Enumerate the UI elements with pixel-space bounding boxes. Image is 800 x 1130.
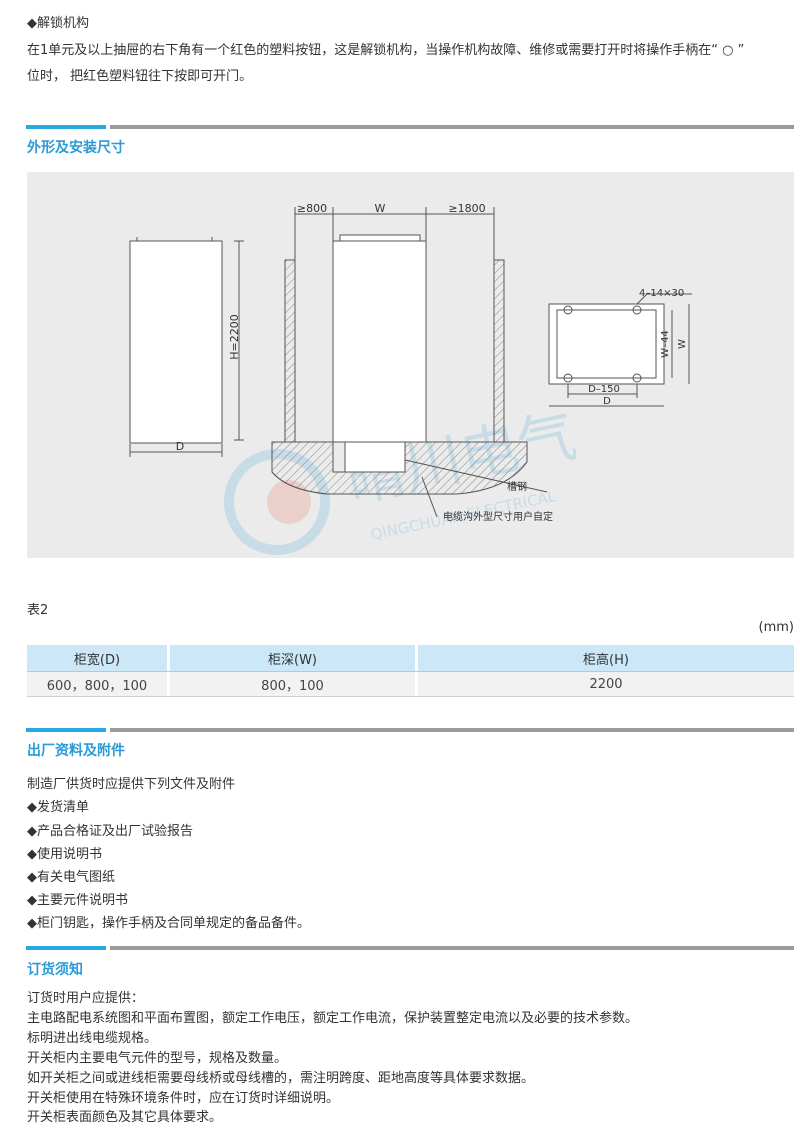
list-item: ◆发货清单 (27, 800, 89, 815)
order-line: 开关柜内主要电气元件的型号，规格及数量。 (27, 1051, 288, 1066)
section-rule-order (26, 946, 794, 950)
dimension-diagram-panel: 晴川电气 QINGCHUAN ELECTRICAL D H=2200 (27, 172, 794, 558)
label-ge800: ≥800 (297, 202, 327, 215)
table-unit: (mm) (758, 620, 794, 635)
list-item: ◆主要元件说明书 (27, 893, 128, 908)
label-h: H=2200 (228, 314, 241, 359)
side-view (271, 207, 548, 518)
cell-depth: 800，100 (170, 671, 415, 697)
list-item: ◆使用说明书 (27, 847, 102, 862)
list-item: ◆柜门钥匙，操作手柄及合同单规定的备品备件。 (27, 916, 310, 931)
order-line: 开关柜表面颜色及其它具体要求。 (27, 1110, 223, 1125)
section-title-factory: 出厂资料及附件 (27, 743, 125, 759)
order-line: 开关柜使用在特殊环境条件时，应在订货时详细说明。 (27, 1091, 340, 1106)
table-row: 600，800，100 800，100 2200 (27, 671, 794, 697)
section-rule-factory (26, 728, 794, 732)
unlock-text-line2: 位时， 把红色塑料钮往下按即可开门。 (27, 69, 253, 84)
label-w44: W–44 (660, 330, 671, 358)
table-header-row: 柜宽(D) 柜深(W) 柜高(H) (27, 645, 794, 672)
header-height: 柜高(H) (418, 645, 794, 672)
label-ge1800: ≥1800 (448, 202, 485, 215)
label-trench: 电缆沟外型尺寸用户自定 (443, 510, 553, 523)
label-w: W (375, 202, 386, 215)
list-item: ◆有关电气图纸 (27, 870, 115, 885)
section-title-order: 订货须知 (27, 962, 83, 978)
cell-height: 2200 (418, 671, 794, 697)
cell-width: 600，800，100 (27, 671, 167, 697)
header-width: 柜宽(D) (27, 645, 167, 672)
label-d-base: D (603, 396, 611, 407)
order-line: 如开关柜之间或进线柜需要母线桥或母线槽的，需注明跨度、距地高度等具体要求数据。 (27, 1071, 535, 1086)
section-title-dimensions: 外形及安装尺寸 (27, 140, 125, 156)
header-depth: 柜深(W) (170, 645, 415, 672)
front-view (129, 237, 244, 457)
order-line: 订货时用户应提供： (27, 991, 145, 1006)
base-plan (548, 293, 692, 407)
table-caption: 表2 (27, 603, 49, 618)
label-holes: 4–14×30 (639, 288, 684, 299)
section-rule-dimensions (26, 125, 794, 129)
dimension-table: 柜宽(D) 柜深(W) 柜高(H) 600，800，100 800，100 22… (27, 645, 794, 697)
factory-intro: 制造厂供货时应提供下列文件及附件 (27, 777, 236, 792)
dimension-diagram: 晴川电气 QINGCHUAN ELECTRICAL D H=2200 (129, 202, 692, 555)
order-line: 主电路配电系统图和平面布置图，额定工作电压，额定工作电流，保护装置整定电流以及必… (27, 1011, 639, 1026)
unlock-text-line1: 在1单元及以上抽屉的右下角有一个红色的塑料按钮，这是解锁机构，当操作机构故障、维… (27, 43, 745, 58)
order-line: 标明进出线电缆规格。 (27, 1031, 158, 1046)
label-d150: D–150 (588, 384, 620, 395)
label-w-side: W (677, 339, 688, 349)
label-d-front: D (176, 440, 184, 453)
label-channel: 槽钢 (507, 480, 527, 493)
list-item: ◆产品合格证及出厂试验报告 (27, 824, 193, 839)
unlock-heading: ◆解锁机构 (27, 16, 89, 31)
